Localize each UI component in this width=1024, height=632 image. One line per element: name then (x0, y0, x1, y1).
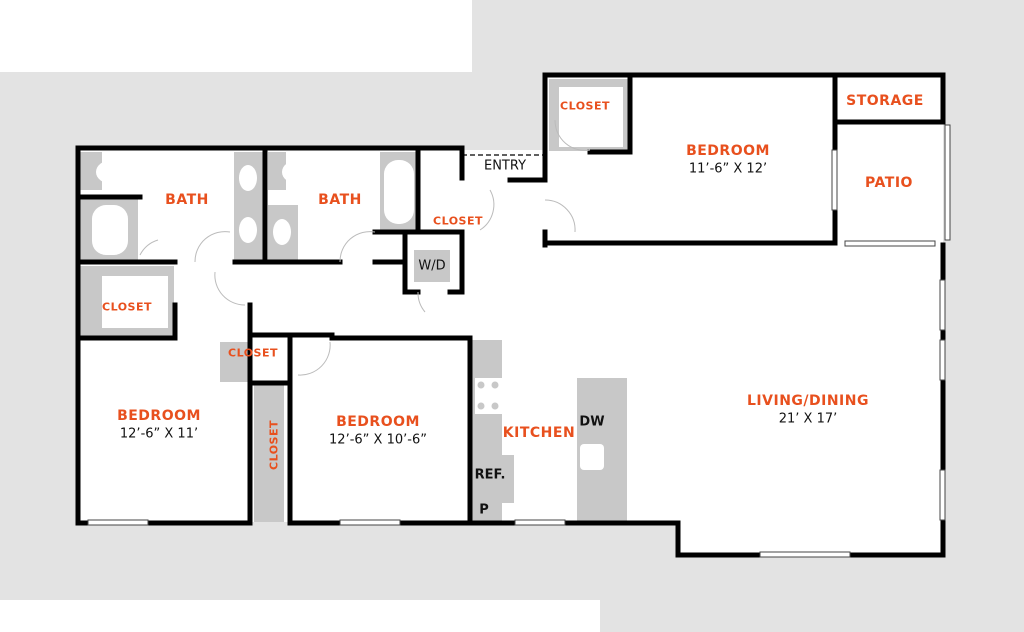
room-label-closet-left: CLOSET (102, 300, 152, 314)
door-swings (139, 119, 591, 376)
room-label-living-dining: LIVING/DINING (747, 393, 869, 409)
room-label-bedroom-top: BEDROOM (686, 143, 770, 159)
interior (78, 77, 943, 554)
room-label-closet-entry: CLOSET (433, 214, 483, 228)
burners (477, 381, 499, 410)
room-label-storage: STORAGE (846, 93, 924, 109)
room-dims-bedroom-left: 12’-6” X 11’ (119, 426, 199, 442)
room-label-patio: PATIO (865, 175, 913, 191)
label-dishwasher: DW (579, 414, 605, 430)
fixture-details (92, 87, 623, 470)
room-dims-living-dining: 21’ X 17’ (778, 411, 838, 427)
room-label-entry: ENTRY (483, 158, 527, 174)
room-dims-bedroom-top: 11’-6” X 12’ (688, 161, 768, 177)
room-label-bath-2: BATH (318, 192, 362, 208)
label-refrigerator: REF. (474, 467, 506, 483)
label-pantry: P (479, 502, 489, 518)
room-label-bedroom-left: BEDROOM (117, 408, 201, 424)
room-label-bedroom-mid: BEDROOM (336, 414, 420, 430)
room-label-kitchen: KITCHEN (502, 425, 576, 441)
room-label-closet-vertical: CLOSET (267, 420, 281, 470)
room-label-closet-bedroom-top: CLOSET (560, 99, 610, 113)
walls (75, 72, 946, 558)
room-dims-bedroom-mid: 12’-6” X 10’-6” (329, 432, 427, 448)
room-label-closet-hall: CLOSET (228, 346, 278, 360)
windows (87, 124, 951, 558)
room-label-bath-1: BATH (165, 192, 209, 208)
label-washer-dryer: W/D (418, 258, 446, 274)
